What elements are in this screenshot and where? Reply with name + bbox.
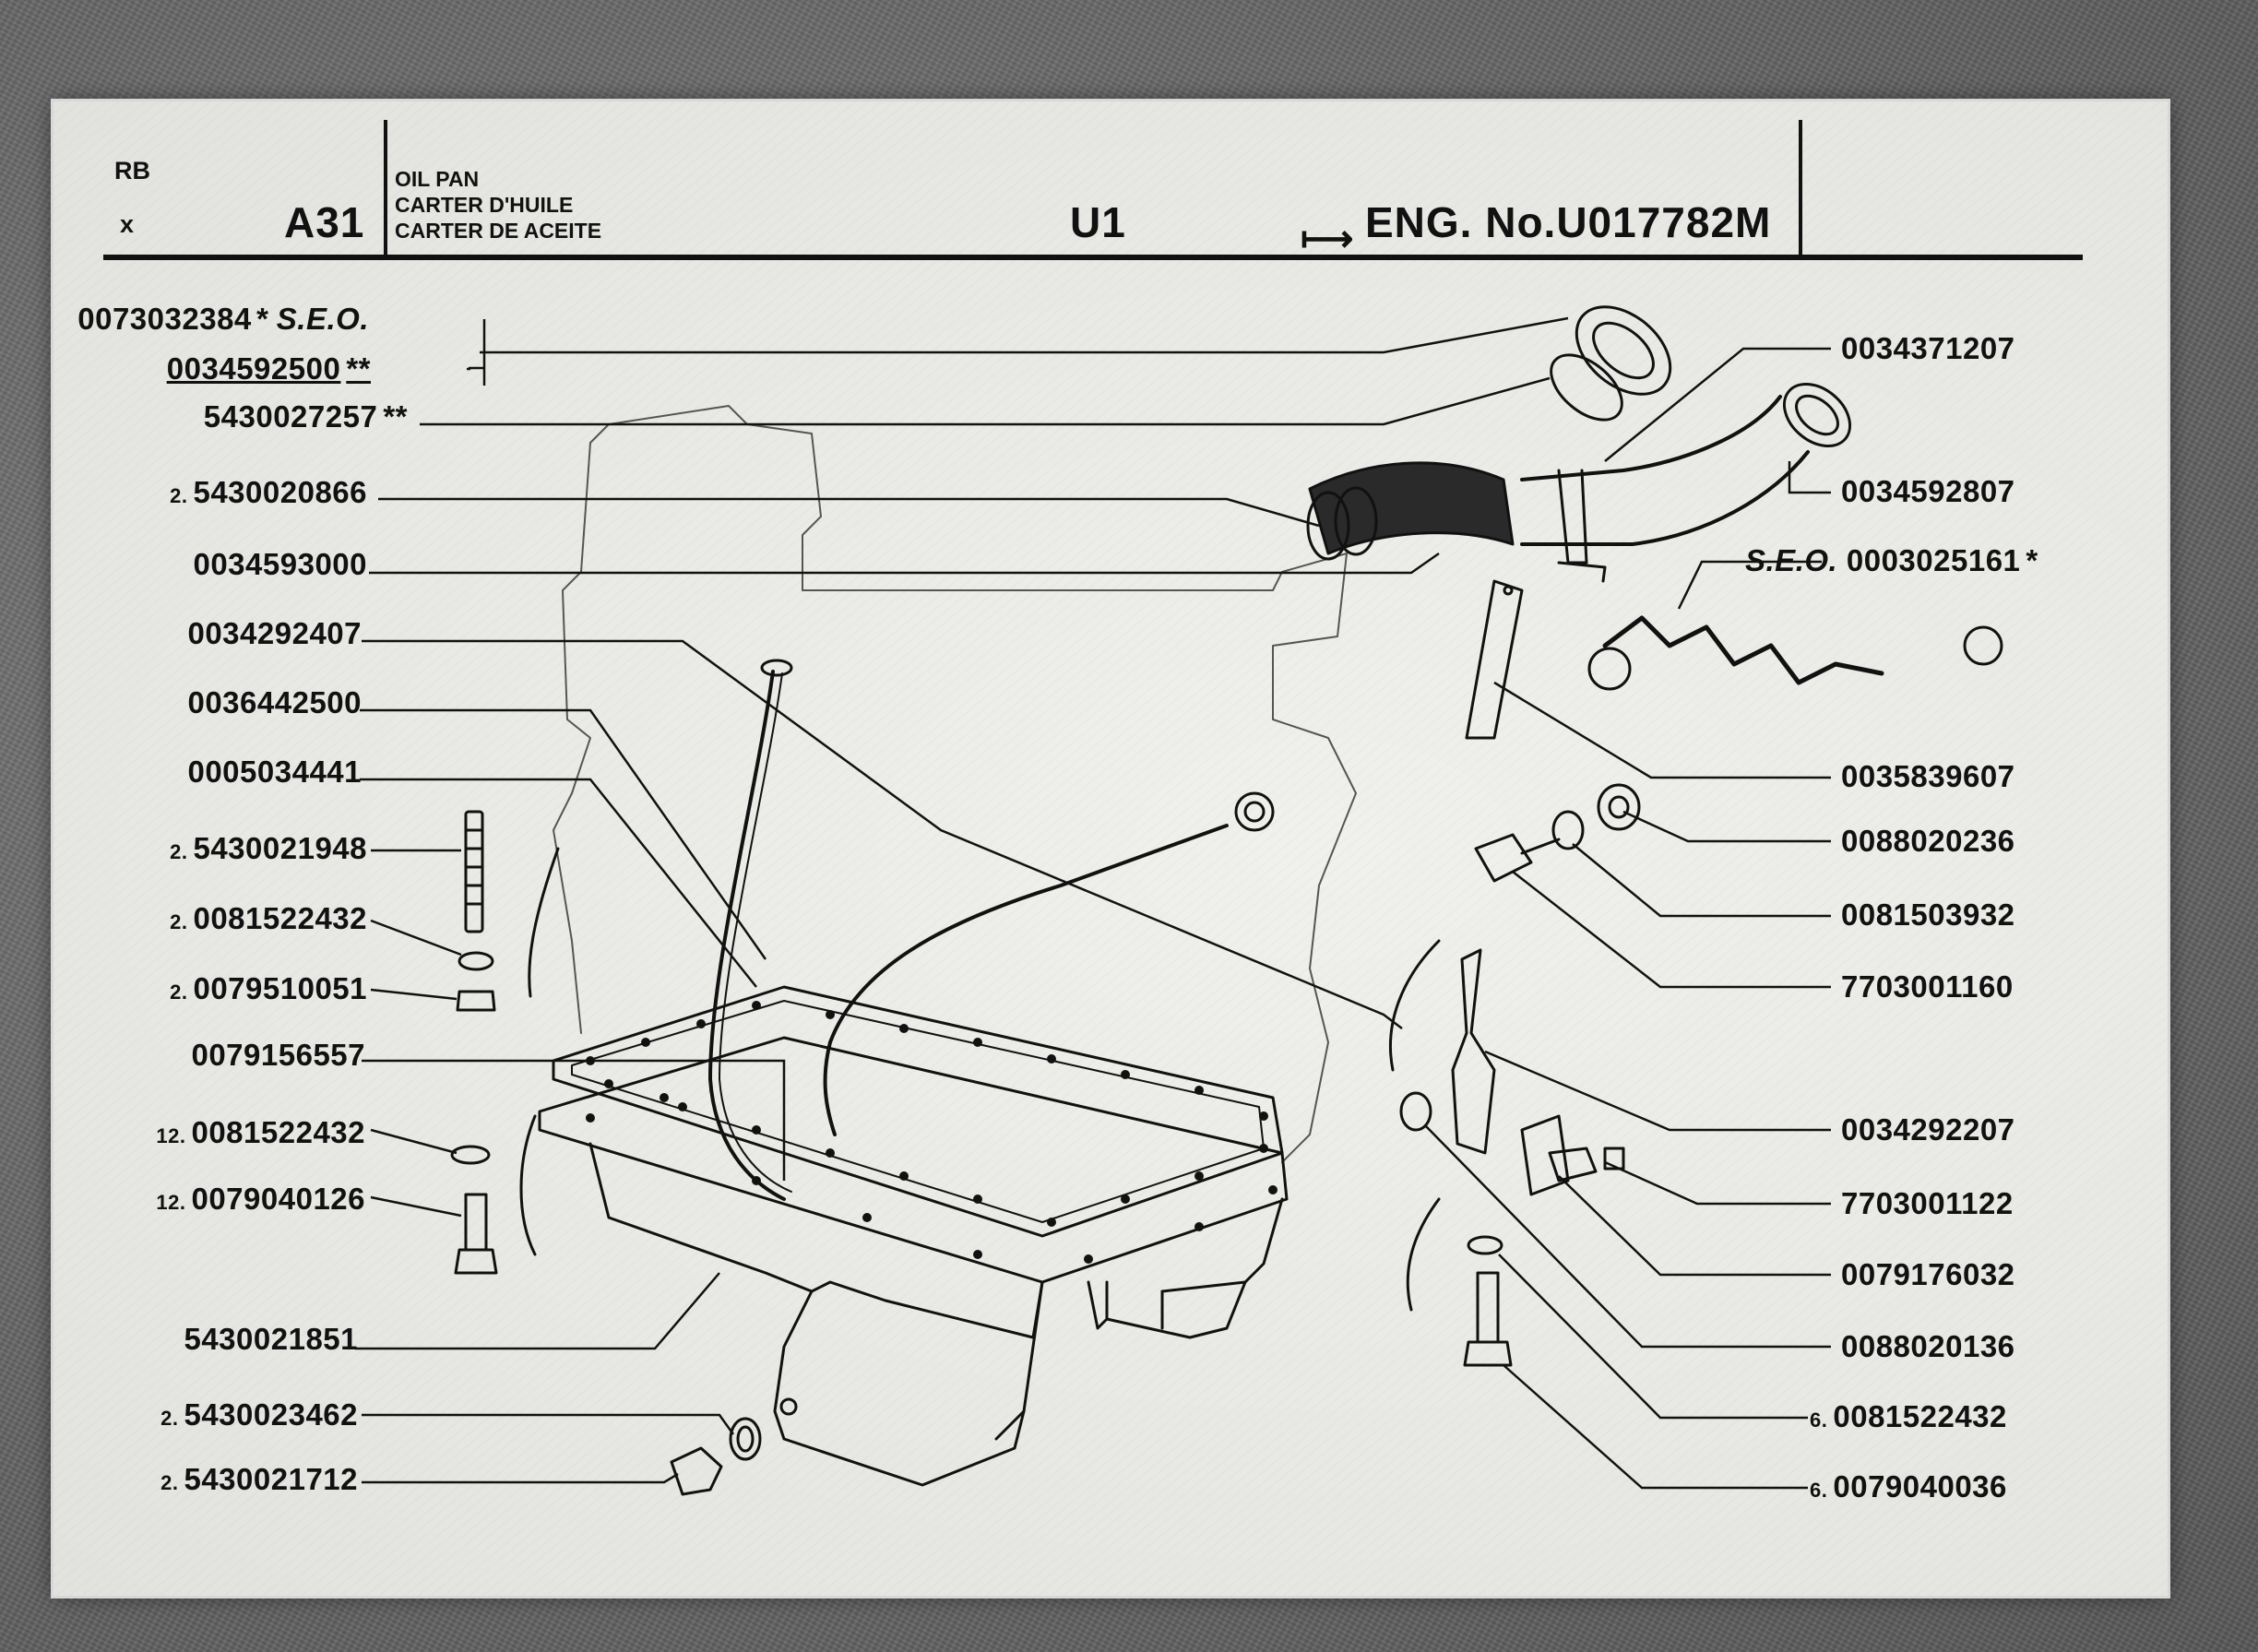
part-label-right: 6.0081522432 (1810, 1399, 2007, 1433)
title-fr: CARTER D'HUILE (395, 193, 574, 217)
code-rb: RB (114, 157, 150, 184)
part-label-left: 0005034441 (187, 755, 362, 789)
part-label-right: 0088020136 (1841, 1329, 2015, 1363)
part-label-right: 0034371207 (1841, 331, 2015, 365)
part-label-left: 0036442500 (187, 685, 362, 719)
part-label-right: 0079176032 (1841, 1257, 2015, 1291)
tube-clamp (1557, 469, 1607, 583)
header-divider (384, 120, 387, 258)
part-label-left: 2.0081522432 (170, 901, 367, 935)
pan-bolt (454, 1193, 498, 1275)
part-label-left: 2.5430021712 (160, 1462, 358, 1496)
part-label-left: 0034592500** (166, 351, 371, 386)
oil-pan-body (588, 1142, 1044, 1339)
group-code: A31 (284, 198, 365, 246)
part-label-left: 2.0079510051 (170, 971, 367, 1005)
code-x: x (120, 210, 135, 238)
part-label-left: 2.5430021948 (170, 831, 367, 865)
dipstick-tube (708, 670, 786, 1201)
part-label-right: S.E.O. 0003025161* (1745, 543, 2038, 577)
stud-bolt (464, 810, 484, 933)
part-label-right: 6.0079040036 (1810, 1469, 2007, 1503)
gasket (552, 985, 1284, 1238)
header-rule (103, 255, 2083, 260)
dipstick (823, 824, 1229, 1136)
title-es: CARTER DE ACEITE (395, 219, 602, 243)
part-label-right: 7703001160 (1841, 969, 2014, 1004)
part-label-right: 0081503932 (1841, 897, 2015, 932)
part-label-left: 0079156557 (191, 1038, 365, 1072)
arrow-icon: ⟼ (1301, 219, 1354, 259)
part-label-left: 0034292407 (187, 616, 362, 650)
oil-pan-flange (538, 1036, 1289, 1284)
part-label-left: 2.5430020866 (170, 475, 367, 509)
part-label-left: 0073032384* S.E.O. (77, 302, 369, 336)
bracket (1465, 579, 1524, 740)
chain (1602, 615, 1884, 685)
filler-cap (1550, 305, 1672, 422)
part-label-right: 7703001122 (1841, 1186, 2014, 1220)
part-label-right: 0035839607 (1841, 759, 2015, 793)
part-label-left: 0034593000 (193, 547, 367, 581)
model-code: U1 (1070, 198, 1126, 246)
part-label-left: 2.5430023462 (160, 1397, 358, 1432)
hose (1308, 461, 1515, 555)
title-en: OIL PAN (395, 167, 480, 191)
engine-number: ENG. No.U017782M (1365, 198, 1772, 246)
clip-bracket (1451, 948, 1496, 1155)
part-label-left: 5430027257** (203, 399, 408, 434)
part-label-right: 0034292207 (1841, 1112, 2015, 1147)
header-divider-right (1799, 120, 1802, 258)
part-label-right: 0088020236 (1841, 824, 2015, 858)
part-label-left: 5430021851 (184, 1322, 358, 1356)
part-label-right: 0034592807 (1841, 474, 2015, 508)
filler-tube (1520, 395, 1810, 546)
part-label-left: 12.0081522432 (156, 1115, 365, 1149)
part-label-left: 12.0079040126 (156, 1182, 365, 1216)
